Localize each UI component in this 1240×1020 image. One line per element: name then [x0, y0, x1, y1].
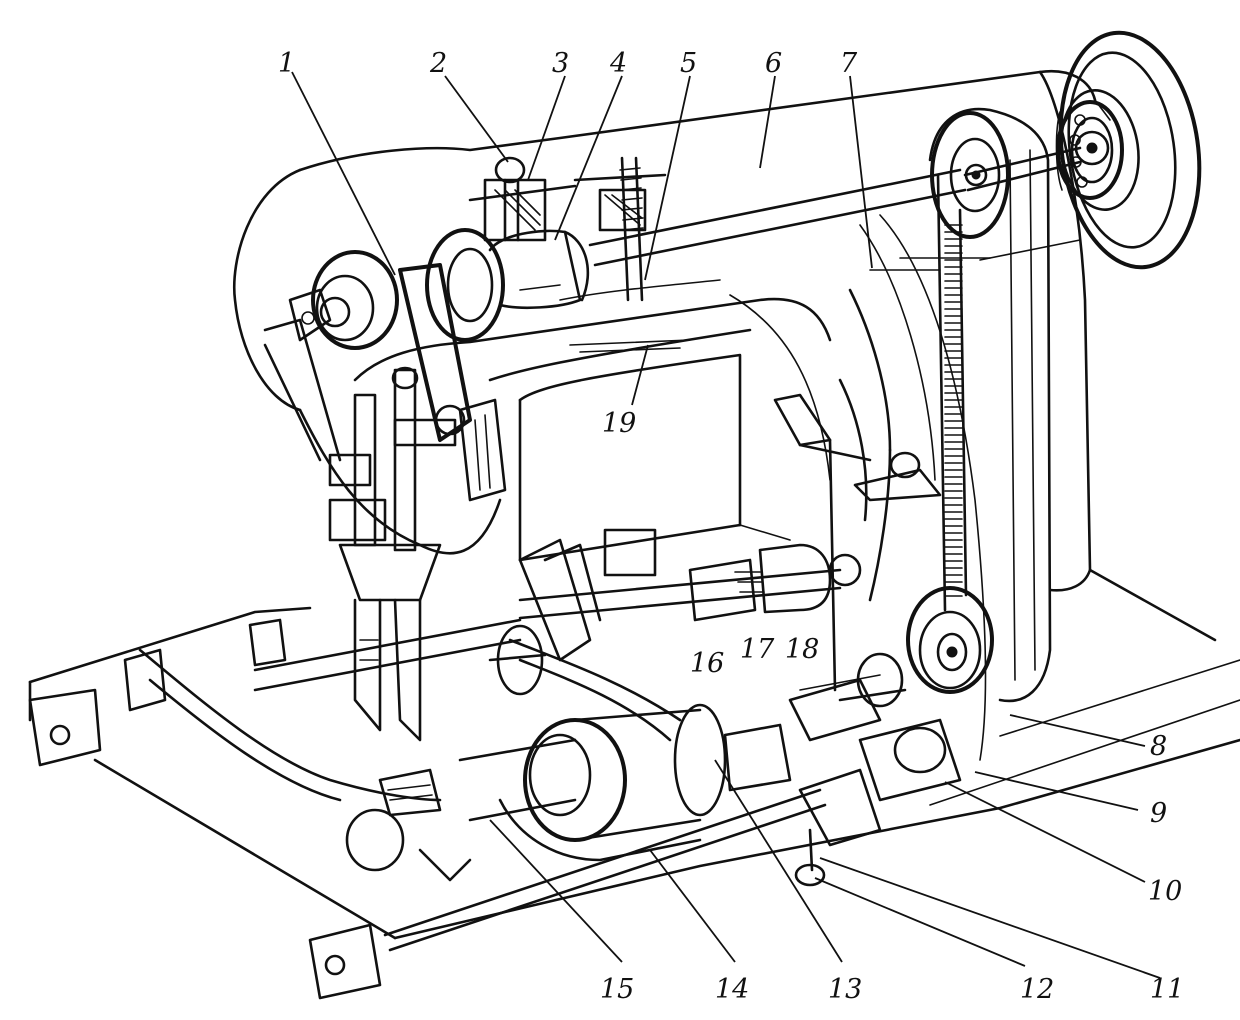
label-6: 6 — [765, 48, 782, 79]
needle-bar-assembly — [263, 318, 507, 742]
lower-shaft — [253, 568, 842, 692]
front-corner-block — [308, 923, 382, 1000]
label-11: 11 — [1150, 974, 1184, 1005]
label-17: 17 — [740, 634, 775, 665]
lower-cams — [518, 528, 862, 662]
inner-leader-lines — [631, 344, 649, 406]
callout-labels: 1 2 3 4 5 6 7 8 9 10 11 12 13 14 15 16 1… — [278, 48, 1184, 1005]
take-up-disc — [288, 250, 399, 350]
label-16: 16 — [690, 648, 724, 679]
thread-lines — [729, 214, 1081, 761]
base-plate — [28, 568, 1240, 940]
label-1: 1 — [278, 48, 295, 79]
right-clutch-assembly — [788, 652, 962, 802]
lower-belt-pulley — [906, 586, 994, 694]
label-3: 3 — [552, 48, 569, 79]
looper-lever — [488, 624, 682, 742]
belt-teeth — [944, 224, 963, 597]
front-sleeve — [458, 703, 792, 862]
hand-wheel — [1055, 30, 1202, 270]
label-2: 2 — [429, 48, 447, 79]
label-15: 15 — [600, 974, 634, 1005]
label-7: 7 — [840, 48, 858, 79]
label-18: 18 — [785, 634, 819, 665]
machine-body — [232, 69, 1111, 602]
left-lever — [138, 648, 472, 882]
label-4: 4 — [609, 48, 627, 79]
timing-belt — [928, 107, 1052, 703]
label-13: 13 — [828, 974, 862, 1005]
upper-belt-pulley — [930, 111, 1010, 239]
upper-bearing — [1056, 100, 1124, 200]
threaded-rod — [619, 156, 644, 302]
shaft-sleeve-4 — [488, 229, 590, 310]
column-lever — [773, 393, 942, 692]
bottom-crossbar — [383, 768, 882, 952]
left-end-block — [28, 618, 287, 767]
eccentric-crank — [398, 228, 505, 442]
label-14: 14 — [715, 974, 749, 1005]
label-8: 8 — [1150, 731, 1167, 762]
label-9: 9 — [1150, 798, 1167, 829]
label-10: 10 — [1148, 876, 1182, 907]
label-12: 12 — [1020, 974, 1054, 1005]
leader-lines — [291, 71, 1161, 979]
label-5: 5 — [680, 48, 697, 79]
label-19: 19 — [602, 408, 636, 439]
